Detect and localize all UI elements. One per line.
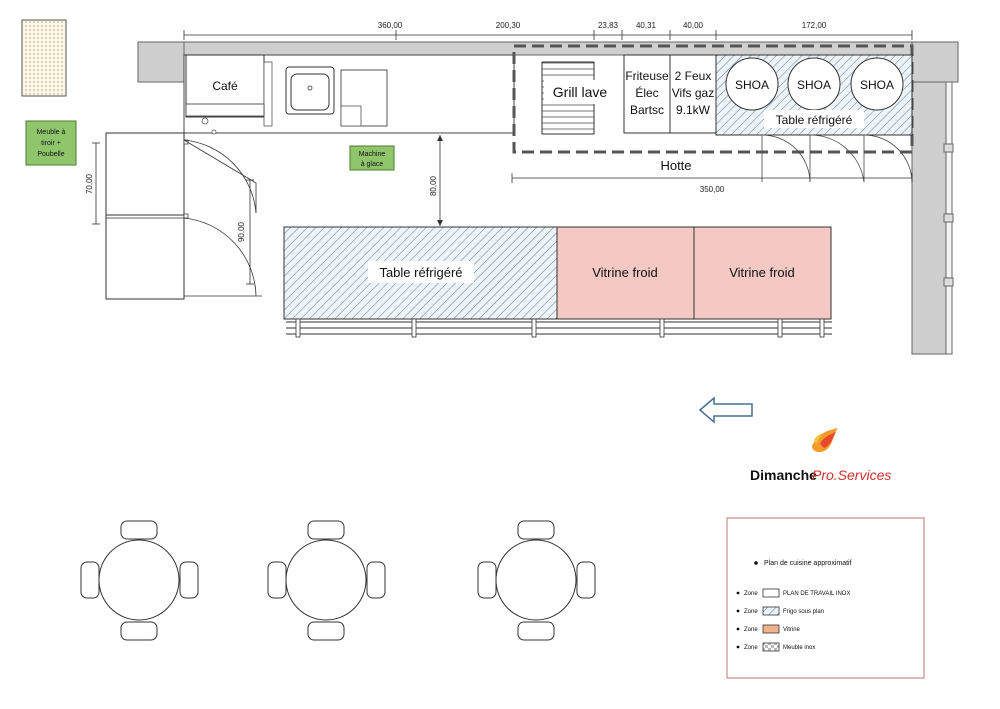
vitrine-2-label: Vitrine froid — [729, 265, 795, 280]
legend-label-2: Frigo sous plan — [783, 609, 824, 615]
ice-machine-note — [349, 145, 395, 171]
drawer-unit-note-line: Meuble à — [37, 129, 66, 136]
legend: Plan de cuisine approximatif Zone PLAN D… — [726, 517, 925, 679]
ice-machine-note-line: à glace — [361, 161, 384, 168]
legend-zone-1: Zone — [744, 591, 758, 597]
vitrine-1-label: Vitrine froid — [592, 265, 658, 280]
drawer-unit: Meuble à tiroir + Poubelle — [21, 19, 77, 166]
drawer-unit-note-line: Poubelle — [37, 151, 64, 158]
ice-machine-note-group: Machine à glace — [349, 145, 395, 171]
front-counter: Table réfrigéré Vitrine froid Vitrine fr… — [283, 226, 832, 338]
dim-label-4: 40,31 — [636, 21, 657, 30]
right-wall — [911, 81, 947, 355]
top-fridge-table-label: Table réfrigéré — [776, 113, 853, 127]
dim-label-6: 172,00 — [802, 21, 827, 30]
door-dim-label: 90,00 — [237, 221, 246, 242]
grill-label: Grill lave — [553, 84, 608, 100]
legend-swatch-inox — [762, 588, 780, 598]
top-left-wall — [137, 41, 185, 83]
top-wall — [137, 41, 959, 56]
fryer: Friteuse Élec Bartsc — [623, 54, 671, 134]
legend-box — [726, 517, 925, 679]
hood-dim-label: 350,00 — [700, 185, 725, 194]
legend-swatch-vitrine — [762, 624, 780, 634]
wok-label-2: SHOA — [797, 78, 831, 92]
hood-label: Hotte — [660, 158, 691, 173]
gas-burners: 2 Feux Vifs gaz 9.1kW — [669, 54, 717, 134]
fridge-lower — [105, 214, 185, 300]
drawer-unit-note-line: tiroir + — [41, 140, 61, 147]
dim-label-1: 360,00 — [378, 21, 403, 30]
drawer-unit-note — [25, 120, 77, 166]
legend-swatch-frigo — [762, 606, 780, 616]
fryer-label-3: Bartsc — [630, 103, 664, 117]
burners-label-3: 9.1kW — [676, 103, 711, 117]
dim-label-3: 23,83 — [598, 21, 619, 30]
legend-zone-2: Zone — [744, 609, 758, 615]
top-right-wall — [911, 41, 959, 83]
dim-label-5: 40,00 — [683, 21, 704, 30]
legend-swatch-meuble — [762, 642, 780, 652]
direction-arrow-icon — [698, 396, 753, 424]
fridge-dim-label: 70,00 — [85, 173, 94, 194]
legend-label-3: Vitrine — [783, 627, 801, 633]
counter-fridge-table-label: Table réfrigéré — [379, 265, 462, 280]
wok-label-1: SHOA — [735, 78, 769, 92]
wok-3 — [850, 57, 904, 111]
counter-vitrine-2 — [693, 226, 832, 320]
ice-machine-note-line: Machine — [359, 151, 386, 158]
dining-tables — [80, 520, 596, 641]
legend-zone-4: Zone — [744, 645, 758, 651]
left-fridge: 70,00 90,00 — [85, 132, 262, 300]
burners-label-2: Vifs gaz — [672, 86, 714, 100]
grill: Grill lave — [541, 61, 612, 135]
burners-label-1: 2 Feux — [675, 69, 712, 83]
brand-logo: Dimanche Pro.Services — [750, 428, 891, 483]
brand-name-part2: Pro.Services — [812, 467, 891, 483]
hood-dimension: Hotte 350,00 — [511, 158, 913, 194]
dining-table-3 — [477, 520, 596, 641]
aisle-dim-label: 80,00 — [429, 175, 438, 196]
coffee-label: Café — [212, 79, 238, 93]
fridge-upper — [105, 132, 185, 216]
dining-table-2 — [267, 520, 386, 641]
back-worktop: Café — [183, 54, 515, 135]
wok-label-3: SHOA — [860, 78, 894, 92]
brand-name-part1: Dimanche — [750, 467, 817, 483]
dim-label-2: 200,30 — [496, 21, 521, 30]
top-dimension-line: 360,00 200,30 23,83 40,31 40,00 172,00 — [183, 21, 913, 40]
wok-station: SHOA SHOA SHOA Table réfrigéré — [715, 54, 913, 183]
legend-zone-3: Zone — [744, 627, 758, 633]
legend-label-4: Meuble inox — [783, 645, 815, 651]
dining-table-1 — [80, 520, 199, 641]
aisle-dimension: 80,00 — [429, 135, 443, 226]
legend-title: Plan de cuisine approximatif — [764, 560, 852, 567]
legend-label-1: PLAN DE TRAVAIL INOX — [783, 591, 850, 597]
fryer-label-1: Friteuse — [625, 69, 669, 83]
counter-vitrine-1 — [556, 226, 695, 320]
fryer-label-2: Élec — [635, 85, 658, 100]
wok-1 — [725, 57, 779, 111]
